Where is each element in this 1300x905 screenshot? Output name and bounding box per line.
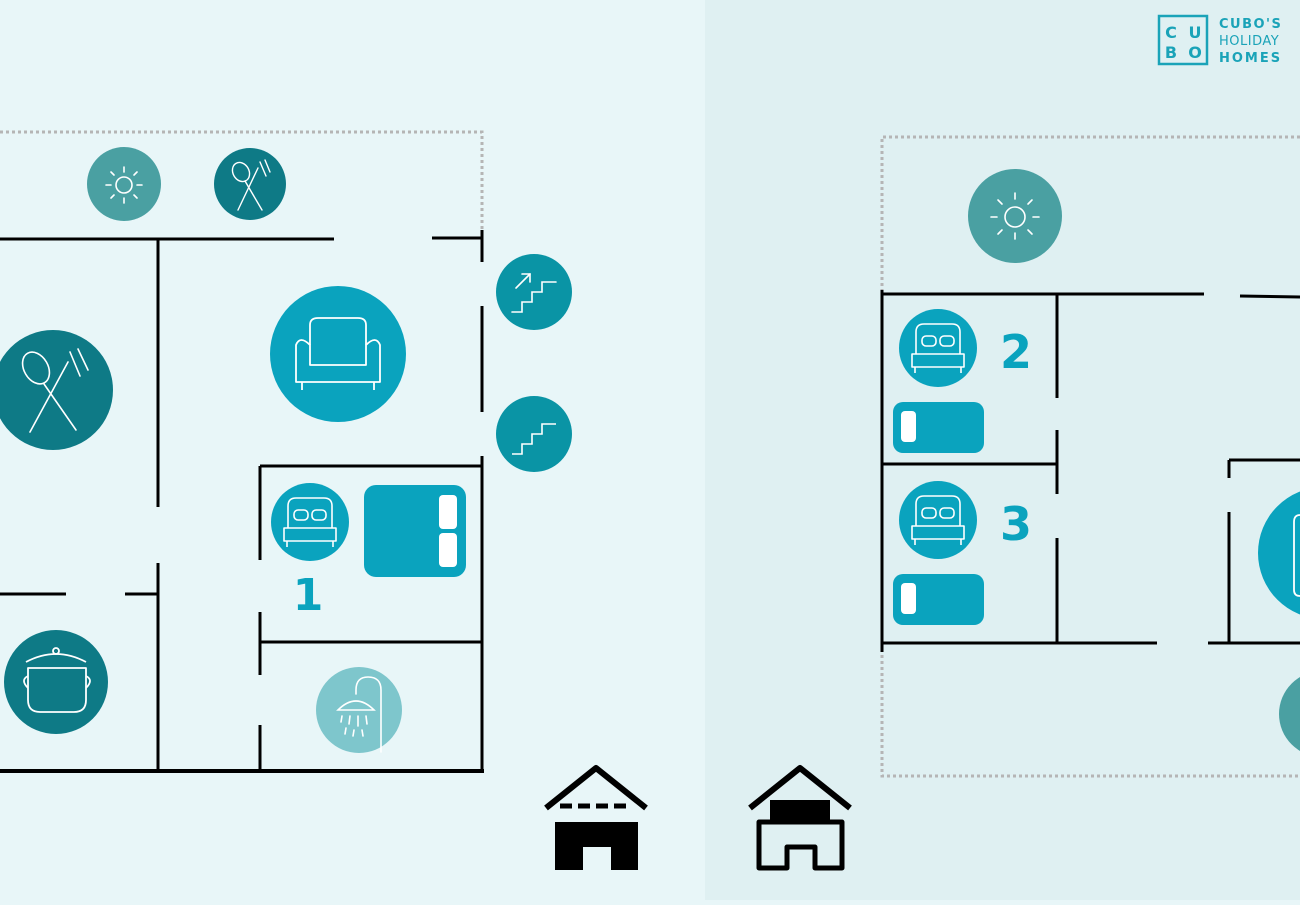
terrace-sun-icon: [968, 169, 1062, 263]
terrace-outline: [880, 135, 1300, 778]
living-room-sofa-icon: [1258, 491, 1300, 615]
brand-name-line: HOLIDAY: [1219, 34, 1279, 49]
upper-floor-panel: [705, 0, 1300, 900]
brand-name-line: CUBO'S: [1219, 17, 1282, 32]
dining-icon: [0, 330, 113, 450]
stairs-icon: [496, 396, 572, 472]
brand-letter: U: [1189, 23, 1202, 42]
upper-floor-plan: 2 3: [880, 135, 1300, 778]
bathroom-icon: [1279, 677, 1300, 751]
single-bed-icon: [364, 485, 466, 577]
bedroom-number-1: 1: [293, 570, 324, 621]
double-bed-icon: [899, 481, 977, 559]
living-room-sofa-icon: [270, 286, 406, 422]
bedroom-number-3: 3: [1000, 497, 1032, 551]
brand-logo: C U B O CUBO'S HOLIDAY HOMES: [1157, 14, 1282, 66]
double-bed-icon: [899, 309, 977, 387]
ground-floor-plan: 1: [0, 130, 572, 773]
floor-upper-house-icon: [748, 765, 852, 871]
stairs-up-icon: [496, 254, 572, 330]
dining-icon: [214, 148, 286, 220]
brand-name-line: HOMES: [1219, 51, 1282, 66]
single-bed-icon: [893, 574, 984, 625]
kitchen-pot-icon: [4, 630, 108, 734]
brand-letter: B: [1165, 43, 1177, 62]
terrace-sun-icon: [87, 147, 161, 221]
terrace-outline: [0, 130, 484, 232]
brand-letter: C: [1165, 23, 1177, 42]
brand-letter: O: [1188, 43, 1202, 62]
floor-ground-house-icon: [544, 765, 648, 870]
ground-walls: [0, 230, 484, 773]
bedroom-number-2: 2: [1000, 325, 1032, 379]
shower-icon: [316, 667, 402, 753]
ground-floor-panel: [0, 0, 705, 900]
upper-walls: [880, 290, 1300, 652]
single-bed-icon: [893, 402, 984, 453]
double-bed-icon: [271, 483, 349, 561]
